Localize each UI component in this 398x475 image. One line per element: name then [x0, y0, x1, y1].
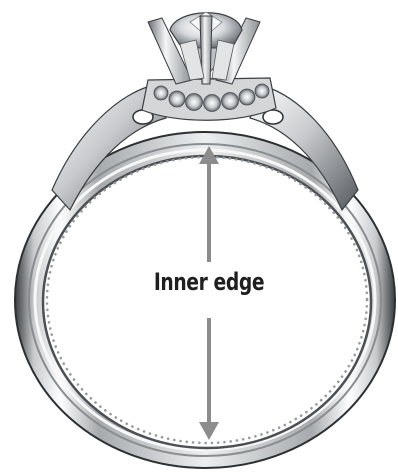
center-stone-head — [148, 12, 260, 84]
inner-edge-label: Inner edge — [46, 270, 372, 294]
